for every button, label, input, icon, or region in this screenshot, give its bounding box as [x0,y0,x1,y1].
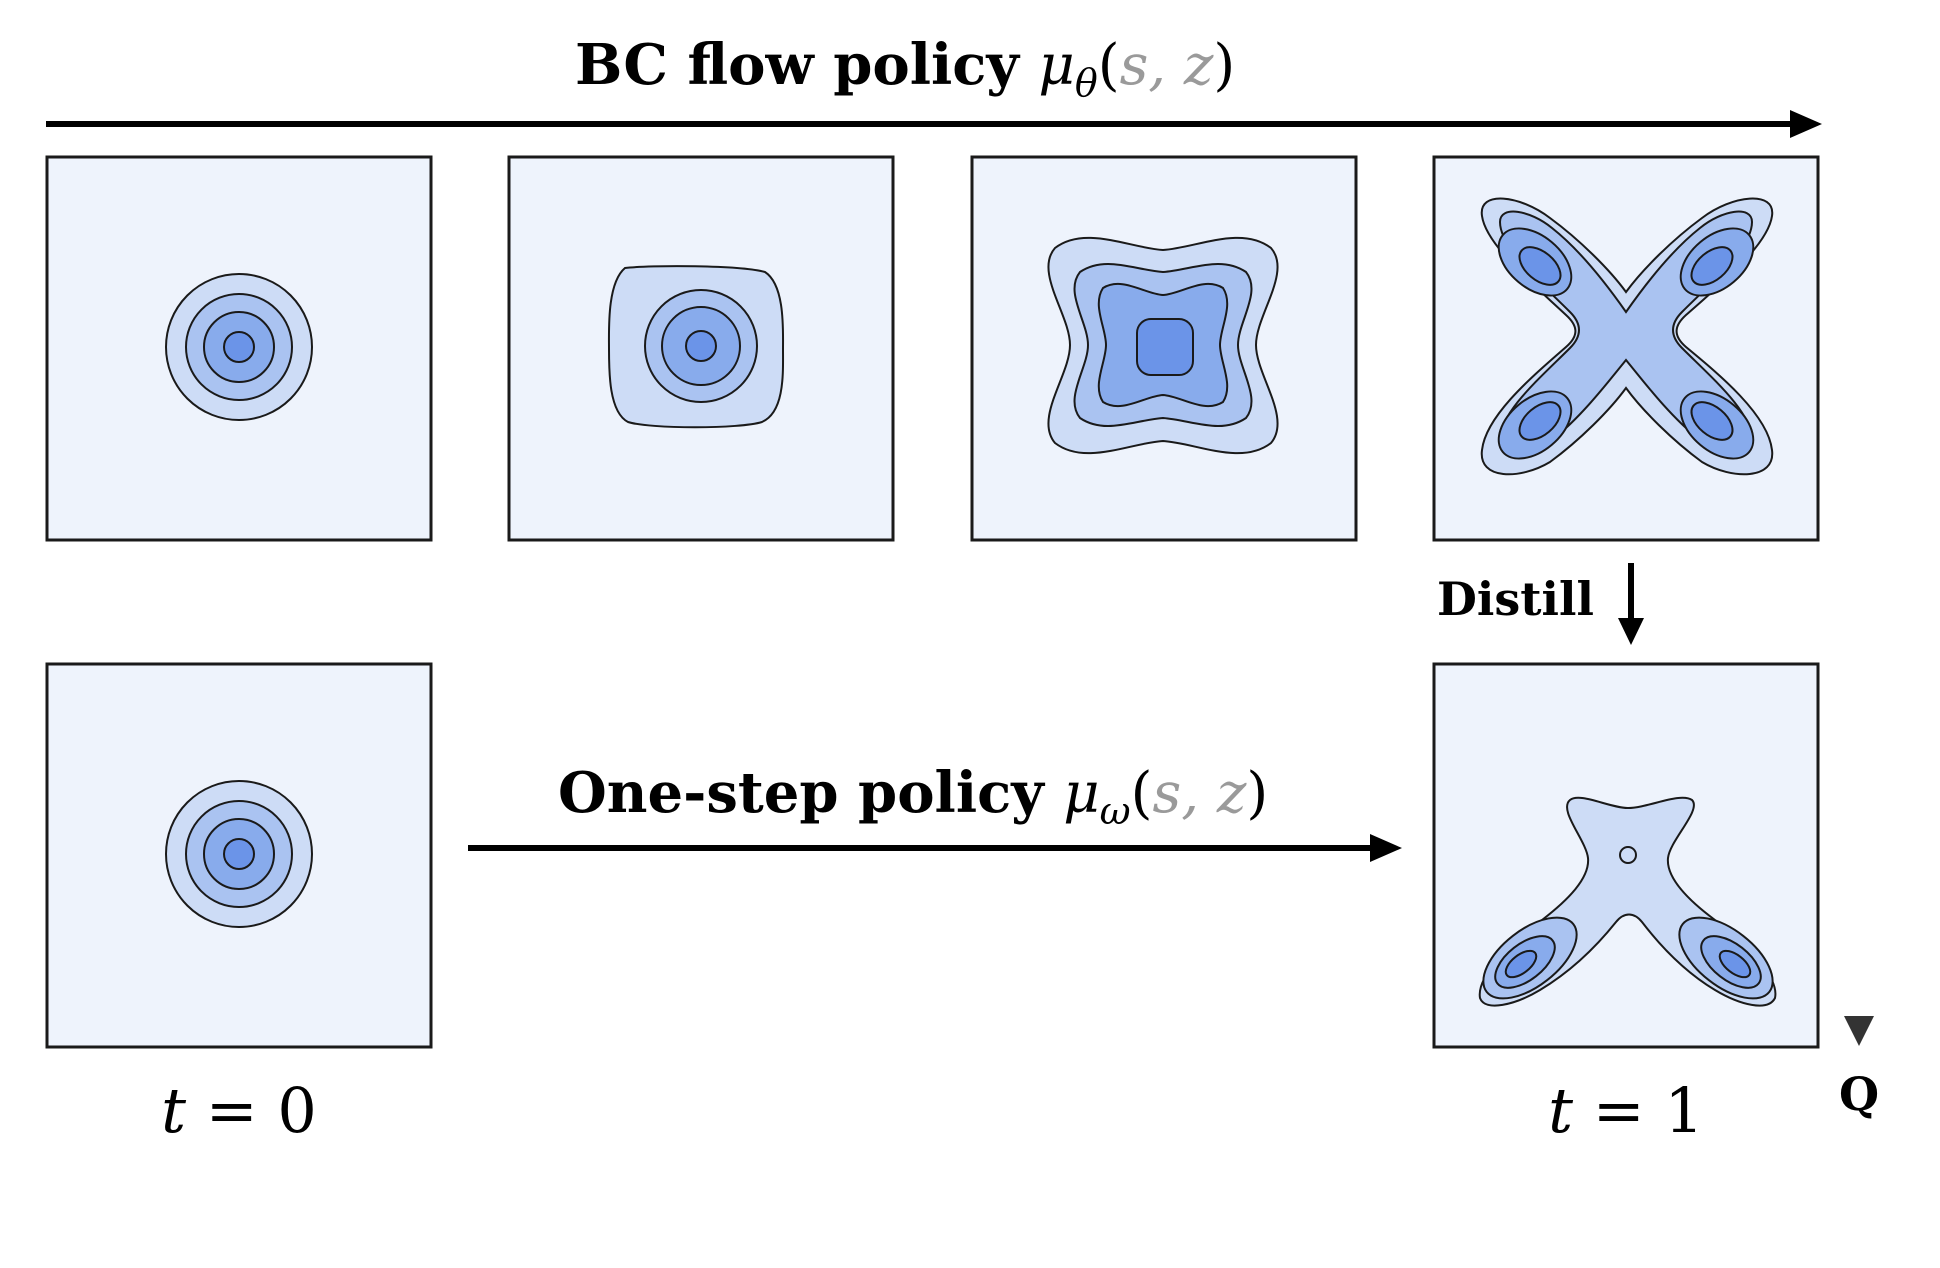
contour-plot [165,273,313,421]
panel-onestep-output [1432,662,1820,1049]
distill-label: Distill [1437,572,1594,626]
top-arrow [46,110,1822,138]
q-label: Q [1839,1067,1879,1121]
panel-flow-step-3 [970,155,1358,542]
distill-arrow [1618,563,1644,645]
contour-plot [1480,197,1774,476]
contour-plot [607,265,785,429]
bottom-arrow [468,834,1402,862]
bottom-arrow-label: One-step policy μω(s, z) [558,760,1268,833]
panel-flow-step-2 [507,155,895,542]
contour-plot [1047,236,1279,455]
contour-plot [1478,796,1777,1007]
contour-plot [165,780,313,928]
panel-onestep-input [45,662,433,1049]
top-arrow-label: BC flow policy μθ(s, z) [575,32,1235,105]
panel-flow-step-1 [45,155,433,542]
time-label-end: t = 1 [1548,1074,1704,1147]
q-arrow [1844,666,1874,1046]
panel-flow-step-4 [1432,155,1820,542]
time-label-start: t = 0 [161,1074,317,1147]
